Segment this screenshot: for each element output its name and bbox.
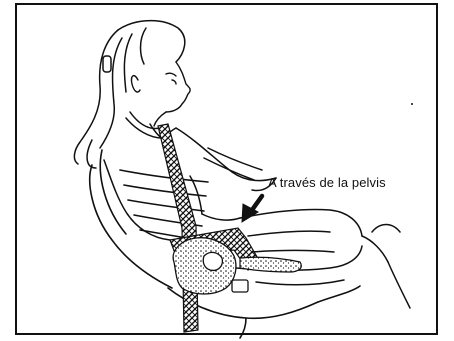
face xyxy=(131,62,190,126)
stray-mark xyxy=(411,103,413,105)
arm xyxy=(204,148,262,180)
femur xyxy=(240,257,301,272)
pelvis xyxy=(173,238,236,294)
hair-clip xyxy=(103,56,111,72)
buckle xyxy=(232,280,248,292)
arrow-down-left-icon xyxy=(242,196,262,222)
callout-label: A través de la pelvis xyxy=(268,175,386,190)
shoulder-belt xyxy=(158,124,198,332)
